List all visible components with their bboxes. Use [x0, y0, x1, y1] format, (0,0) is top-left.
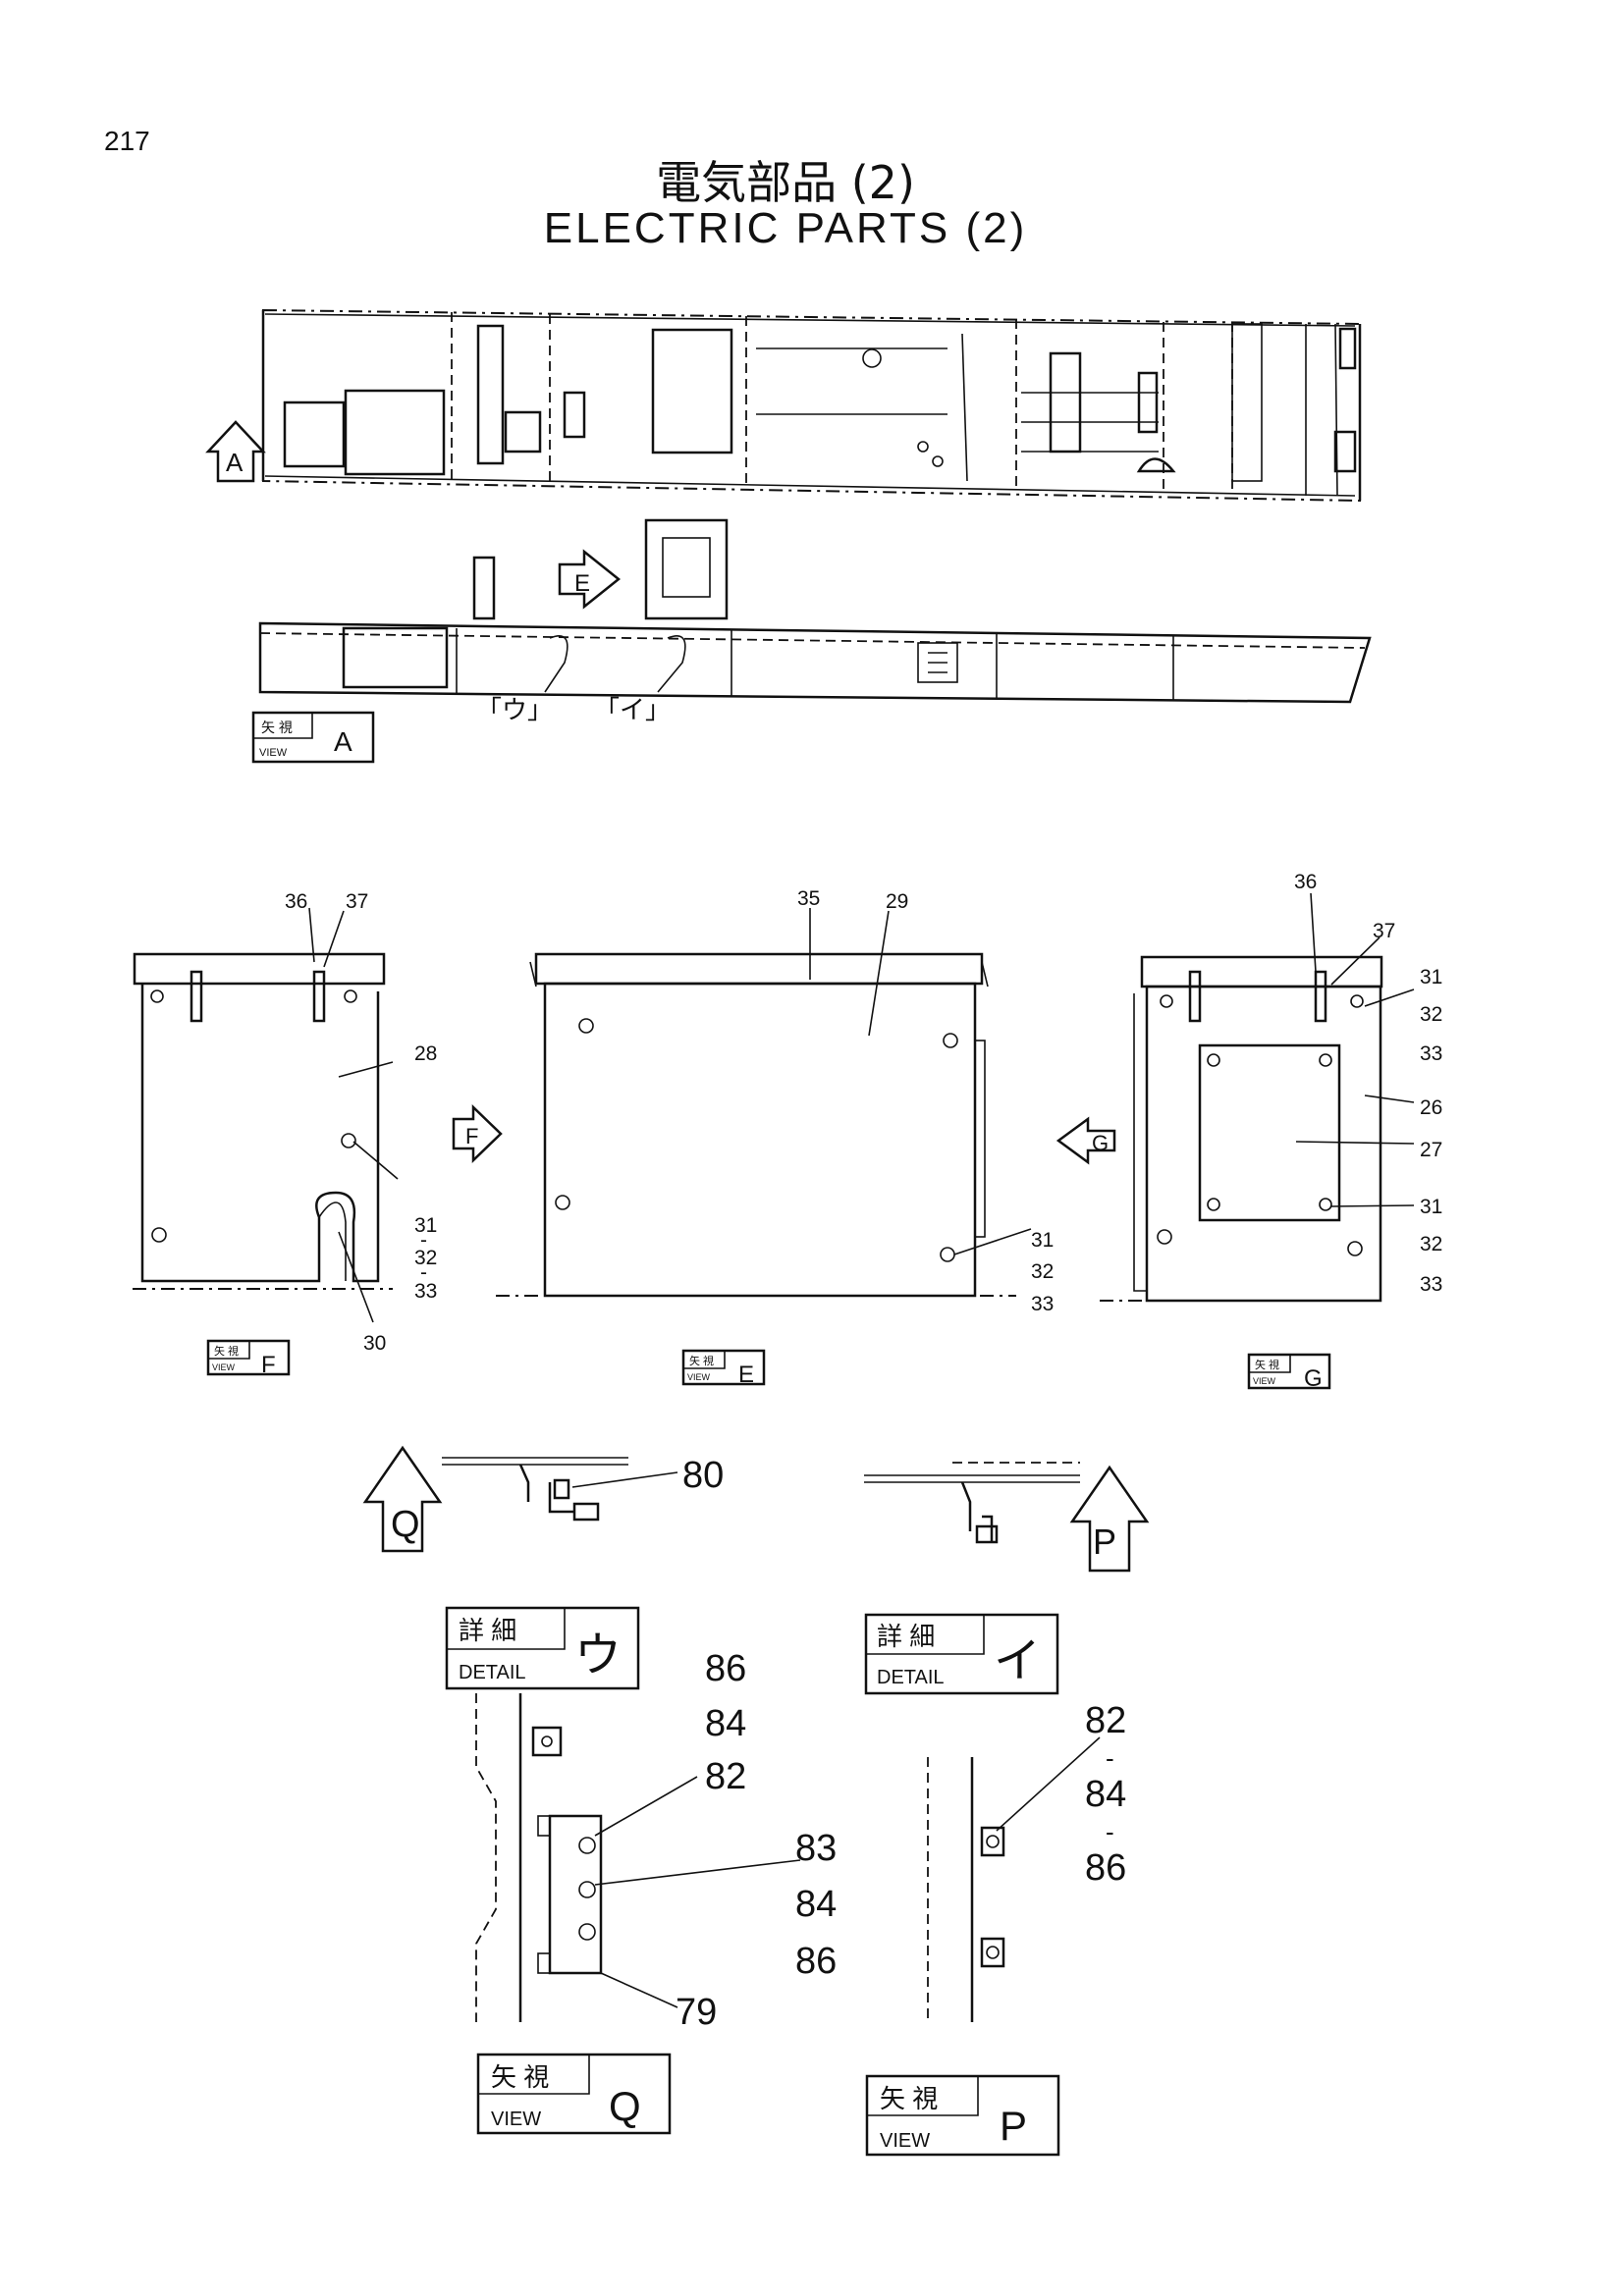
view-e-label: 矢 視 VIEW E: [681, 1349, 766, 1388]
svg-text:31: 31: [1420, 966, 1442, 988]
svg-text:82: 82: [705, 1756, 746, 1797]
svg-text:28: 28: [414, 1042, 437, 1065]
frame-side-view: E 「ウ」 「イ」: [258, 518, 1372, 724]
svg-text:86: 86: [705, 1648, 746, 1689]
svg-text:P: P: [1093, 1522, 1116, 1562]
svg-text:31: 31: [414, 1214, 437, 1237]
svg-text:矢 視: 矢 視: [689, 1354, 714, 1367]
view-f-label: 矢 視 VIEW F: [206, 1339, 291, 1378]
view-g-panel: G 36 37 31 32 33 26 27 31 32 33: [1056, 871, 1442, 1303]
dash-1: -: [1106, 1743, 1114, 1773]
view-p-label: 矢 視 VIEW P: [865, 2074, 1060, 2157]
page-title-en: ELECTRIC PARTS (2): [543, 204, 1028, 252]
view-p-sketch: P: [864, 1462, 1150, 1573]
svg-text:矢 視: 矢 視: [491, 2062, 549, 2092]
svg-text:80: 80: [682, 1455, 724, 1496]
svg-text:37: 37: [346, 890, 368, 913]
svg-text:29: 29: [886, 890, 908, 913]
svg-text:86: 86: [795, 1941, 837, 1982]
svg-text:F: F: [261, 1352, 276, 1378]
view-f-panel: 36 37 28 31 - 32 - 33 30 F: [133, 890, 503, 1355]
view-a-arrow-letter: A: [226, 448, 244, 477]
detail-u-label: 詳 細 DETAIL ウ: [445, 1606, 640, 1690]
view-q-label: 矢 視 VIEW Q: [476, 2053, 672, 2135]
svg-text:矢 視: 矢 視: [880, 2084, 938, 2113]
page-number: 217: [104, 126, 150, 156]
svg-text:33: 33: [1420, 1273, 1442, 1296]
detail-i-label: 詳 細 DETAIL イ: [864, 1613, 1059, 1695]
svg-text:84: 84: [795, 1884, 837, 1925]
svg-text:VIEW: VIEW: [491, 2109, 541, 2130]
svg-text:A: A: [334, 726, 352, 757]
svg-text:G: G: [1304, 1365, 1323, 1392]
svg-text:F: F: [465, 1124, 478, 1148]
svg-text:32: 32: [1420, 1233, 1442, 1255]
view-e-panel: 35 29 31 32 33: [496, 887, 1054, 1315]
detail-u-marker: 「ウ」: [476, 695, 553, 724]
svg-text:36: 36: [1294, 871, 1317, 893]
svg-text:30: 30: [363, 1332, 386, 1355]
svg-text:31: 31: [1031, 1229, 1054, 1252]
svg-text:イ: イ: [994, 1635, 1041, 1687]
svg-text:矢 視: 矢 視: [214, 1344, 239, 1358]
svg-text:ウ: ウ: [574, 1629, 622, 1682]
svg-text:VIEW: VIEW: [259, 747, 288, 759]
svg-text:84: 84: [1085, 1774, 1126, 1815]
svg-text:79: 79: [676, 1992, 717, 2033]
svg-text:VIEW: VIEW: [1253, 1376, 1276, 1386]
svg-text:DETAIL: DETAIL: [459, 1662, 526, 1683]
svg-text:31: 31: [1420, 1196, 1442, 1218]
svg-text:33: 33: [1031, 1293, 1054, 1315]
page-title-jp: 電気部品 (2): [656, 156, 915, 209]
view-q-sketch: 80: [442, 1455, 724, 1522]
svg-text:32: 32: [1031, 1260, 1054, 1283]
svg-text:VIEW: VIEW: [212, 1362, 236, 1372]
svg-text:32: 32: [414, 1247, 437, 1269]
svg-text:26: 26: [1420, 1096, 1442, 1119]
svg-text:詳 細: 詳 細: [459, 1616, 516, 1645]
detail-i-marker: 「イ」: [594, 695, 671, 724]
svg-text:83: 83: [795, 1828, 837, 1869]
svg-text:33: 33: [1420, 1042, 1442, 1065]
svg-text:矢 視: 矢 視: [1255, 1358, 1279, 1371]
svg-text:86: 86: [1085, 1847, 1126, 1889]
view-a-label: 矢 視 VIEW A: [251, 711, 375, 764]
svg-text:E: E: [738, 1362, 754, 1388]
svg-text:VIEW: VIEW: [880, 2130, 930, 2152]
detail-u-sketch: 86 84 82 83 84 86 79: [475, 1648, 837, 2033]
view-e-arrow-letter: E: [574, 570, 590, 597]
svg-text:DETAIL: DETAIL: [877, 1667, 945, 1688]
svg-text:35: 35: [797, 887, 820, 910]
view-q-arrow: Q: [362, 1445, 443, 1553]
view-g-label: 矢 視 VIEW G: [1247, 1353, 1331, 1392]
detail-i-sketch: 82 - 84 - 86: [927, 1700, 1126, 2022]
svg-text:-: -: [420, 1261, 427, 1284]
svg-text:矢 視: 矢 視: [261, 720, 293, 735]
svg-text:36: 36: [285, 890, 307, 913]
svg-text:Q: Q: [609, 2083, 641, 2129]
svg-text:詳 細: 詳 細: [877, 1622, 935, 1651]
svg-text:84: 84: [705, 1703, 746, 1744]
svg-text:33: 33: [414, 1280, 437, 1303]
svg-text:P: P: [1000, 2103, 1027, 2149]
svg-text:Q: Q: [391, 1504, 420, 1545]
svg-text:82: 82: [1085, 1700, 1126, 1741]
dash-2: -: [1106, 1817, 1114, 1846]
svg-text:32: 32: [1420, 1003, 1442, 1026]
svg-text:-: -: [420, 1229, 427, 1252]
svg-text:27: 27: [1420, 1139, 1442, 1161]
svg-text:G: G: [1092, 1131, 1109, 1155]
frame-plan-view: A: [205, 308, 1362, 503]
svg-text:37: 37: [1373, 920, 1395, 942]
svg-text:VIEW: VIEW: [687, 1372, 711, 1382]
